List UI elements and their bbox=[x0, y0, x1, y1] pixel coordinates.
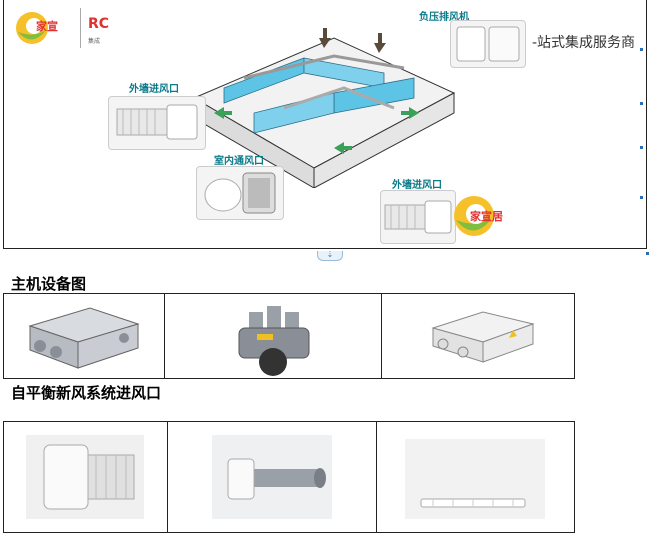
host-unit-box-icon bbox=[28, 307, 140, 369]
ventilation-diagram: 家宣 RC 集成 -站式集成服务商 负压排风机 外墙 bbox=[3, 0, 647, 249]
callout-exhaust-fan: 负压排风机 bbox=[419, 12, 469, 23]
balanced-inlet-cell bbox=[166, 421, 377, 533]
watermark-logo: 家宣居 bbox=[450, 192, 530, 242]
company-logo: 家宣 RC 集成 bbox=[12, 8, 112, 50]
side-mark bbox=[640, 102, 643, 105]
pipe-inlet-icon bbox=[211, 435, 332, 519]
side-mark bbox=[640, 146, 643, 149]
service-slogan: -站式集成服务商 bbox=[532, 35, 636, 51]
house-isometric-illustration bbox=[192, 28, 456, 188]
indoor-vent-icon bbox=[204, 172, 276, 214]
outer-wall-inlet-left-product bbox=[108, 96, 206, 150]
wall-inlet-icon bbox=[116, 104, 198, 140]
anchor-handle[interactable]: ⇣ bbox=[317, 251, 343, 261]
side-mark bbox=[640, 196, 643, 199]
balanced-inlet-cell bbox=[375, 421, 576, 533]
logo-sub: 集成 bbox=[88, 38, 101, 45]
indoor-vent-product bbox=[196, 166, 284, 220]
ventilation-hub-icon bbox=[238, 306, 310, 376]
wall-inlet-grille-icon bbox=[26, 435, 145, 519]
exhaust-fan-product bbox=[450, 20, 526, 68]
callout-outer-wall-inlet-right: 外墙进风口 bbox=[392, 180, 442, 191]
host-equipment-cell bbox=[381, 293, 575, 379]
logo-cn: 家宣 bbox=[36, 20, 58, 33]
side-mark bbox=[646, 252, 649, 255]
section-title-host-equipment: 主机设备图 bbox=[11, 275, 87, 293]
logo-brand: RC bbox=[88, 16, 110, 32]
watermark-cn: 家宣居 bbox=[470, 210, 503, 223]
distribution-box-icon bbox=[431, 311, 535, 363]
host-equipment-cell bbox=[164, 293, 382, 379]
host-equipment-table bbox=[3, 293, 575, 379]
balanced-inlet-cell bbox=[3, 421, 168, 533]
callout-outer-wall-inlet-left: 外墙进风口 bbox=[129, 84, 179, 95]
host-equipment-cell bbox=[3, 293, 165, 379]
exhaust-fan-icon bbox=[456, 26, 520, 62]
outer-wall-inlet-right-product bbox=[380, 190, 456, 244]
side-mark bbox=[640, 48, 643, 51]
section-title-balanced-inlet: 自平衡新风系统进风口 bbox=[11, 384, 162, 402]
floor-vent-icon bbox=[405, 439, 546, 519]
callout-indoor-vent: 室内通风口 bbox=[214, 156, 264, 167]
balanced-inlet-table bbox=[3, 421, 576, 533]
logo-swirl-icon bbox=[16, 12, 48, 44]
wall-inlet-icon bbox=[384, 200, 452, 234]
logo-swirl-icon bbox=[454, 196, 494, 236]
